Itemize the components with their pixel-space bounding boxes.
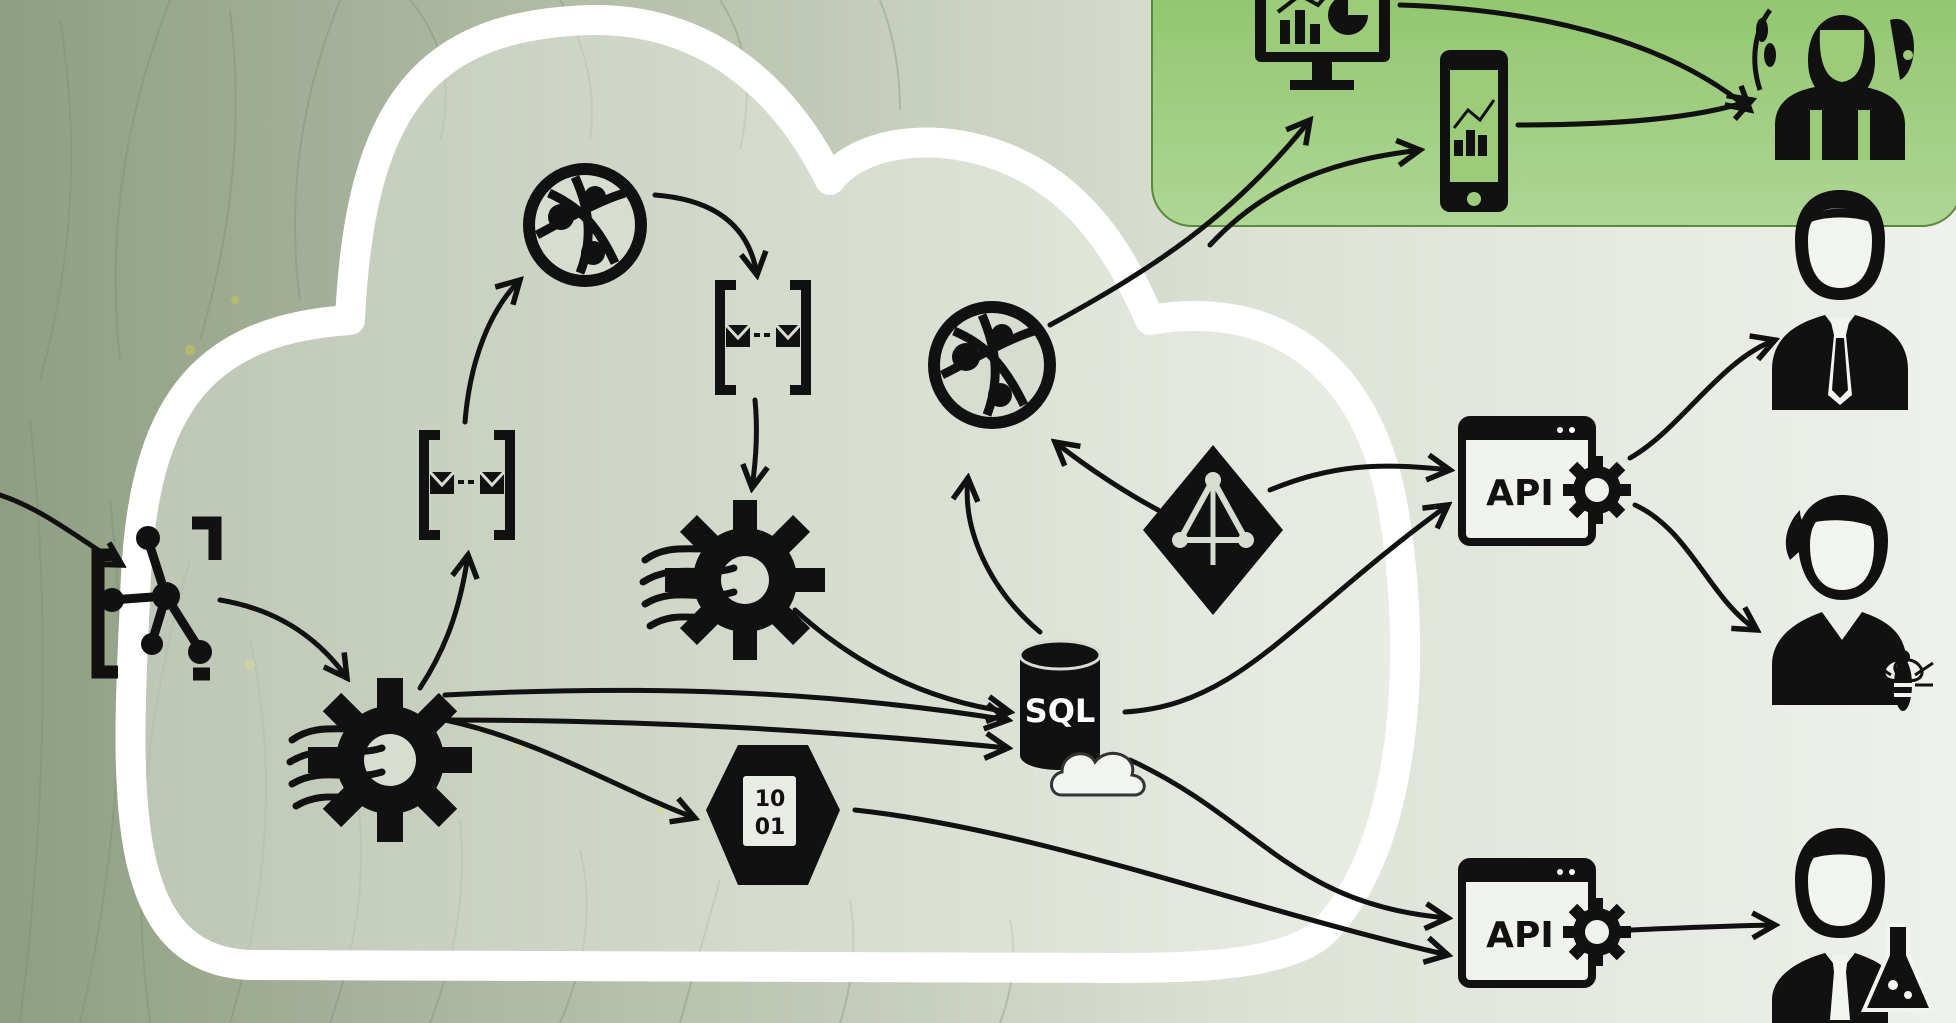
arrow-aad-to-api: [1267, 466, 1450, 493]
arrow-web2-to-phone: [1207, 150, 1420, 248]
scientist-icon: [1772, 828, 1936, 1023]
dashboard-monitor-icon: [1255, 0, 1390, 90]
arrow-stream2-to-sql: [792, 607, 1010, 712]
connectors: [0, 2, 1775, 955]
arrow-sql-to-web2: [967, 478, 1043, 635]
beekeeper-icon: [1772, 495, 1934, 711]
web-app-icon: [523, 163, 647, 287]
iot-hub-icon: [91, 516, 222, 681]
businessman-icon: [1772, 190, 1908, 410]
arrow-sql-to-api: [1122, 505, 1448, 715]
sql-database-icon: SQL: [1018, 639, 1102, 770]
arrow-web-to-bus2: [652, 192, 757, 275]
arrow-monitor-to-farmer: [1397, 2, 1750, 110]
sql-label: SQL: [1025, 692, 1096, 730]
arrow-iot-to-stream: [217, 597, 347, 678]
smartphone-icon: [1440, 50, 1508, 212]
arrow-stream-to-sql: [442, 687, 1008, 720]
cloud-icon: [1050, 751, 1146, 797]
arrow-web2-to-monitor: [1047, 120, 1310, 328]
arrow-stream-to-bus1: [417, 555, 468, 691]
api-management-icon: API: [1458, 416, 1631, 546]
arrow-sql-to-api2: [1127, 757, 1448, 918]
api-label-bottom: API: [1486, 915, 1554, 956]
arrow-aad-to-web2: [1055, 442, 1161, 513]
api-management-icon-2: API: [1458, 858, 1631, 988]
arrow-stream-to-sql-2: [442, 717, 1008, 748]
active-directory-icon: [1143, 445, 1283, 615]
arrow-stream-to-blob: [442, 717, 695, 818]
arrow-api2-to-scientist: [1627, 925, 1775, 930]
binary-line-2: 01: [755, 815, 786, 840]
service-bus-icon: [419, 430, 515, 540]
farmer-icon: [1752, 8, 1914, 160]
stream-analytics-icon-2: [639, 500, 825, 660]
arrow-phone-to-farmer: [1515, 100, 1752, 128]
stream-analytics-icon: [286, 678, 472, 842]
blob-storage-icon: 10 01: [706, 745, 840, 885]
arrow-api-to-businessman: [1627, 340, 1775, 461]
binary-line-1: 10: [755, 787, 786, 812]
service-bus-icon-2: [715, 280, 811, 395]
arrow-blob-to-api2: [852, 807, 1448, 955]
api-label-top: API: [1486, 473, 1554, 514]
web-app-icon-2: [928, 301, 1056, 429]
arrow-bus1-to-web: [462, 280, 520, 425]
arrow-bus2-to-stream2: [752, 397, 756, 488]
arrow-api-to-beekeeper: [1632, 502, 1757, 630]
